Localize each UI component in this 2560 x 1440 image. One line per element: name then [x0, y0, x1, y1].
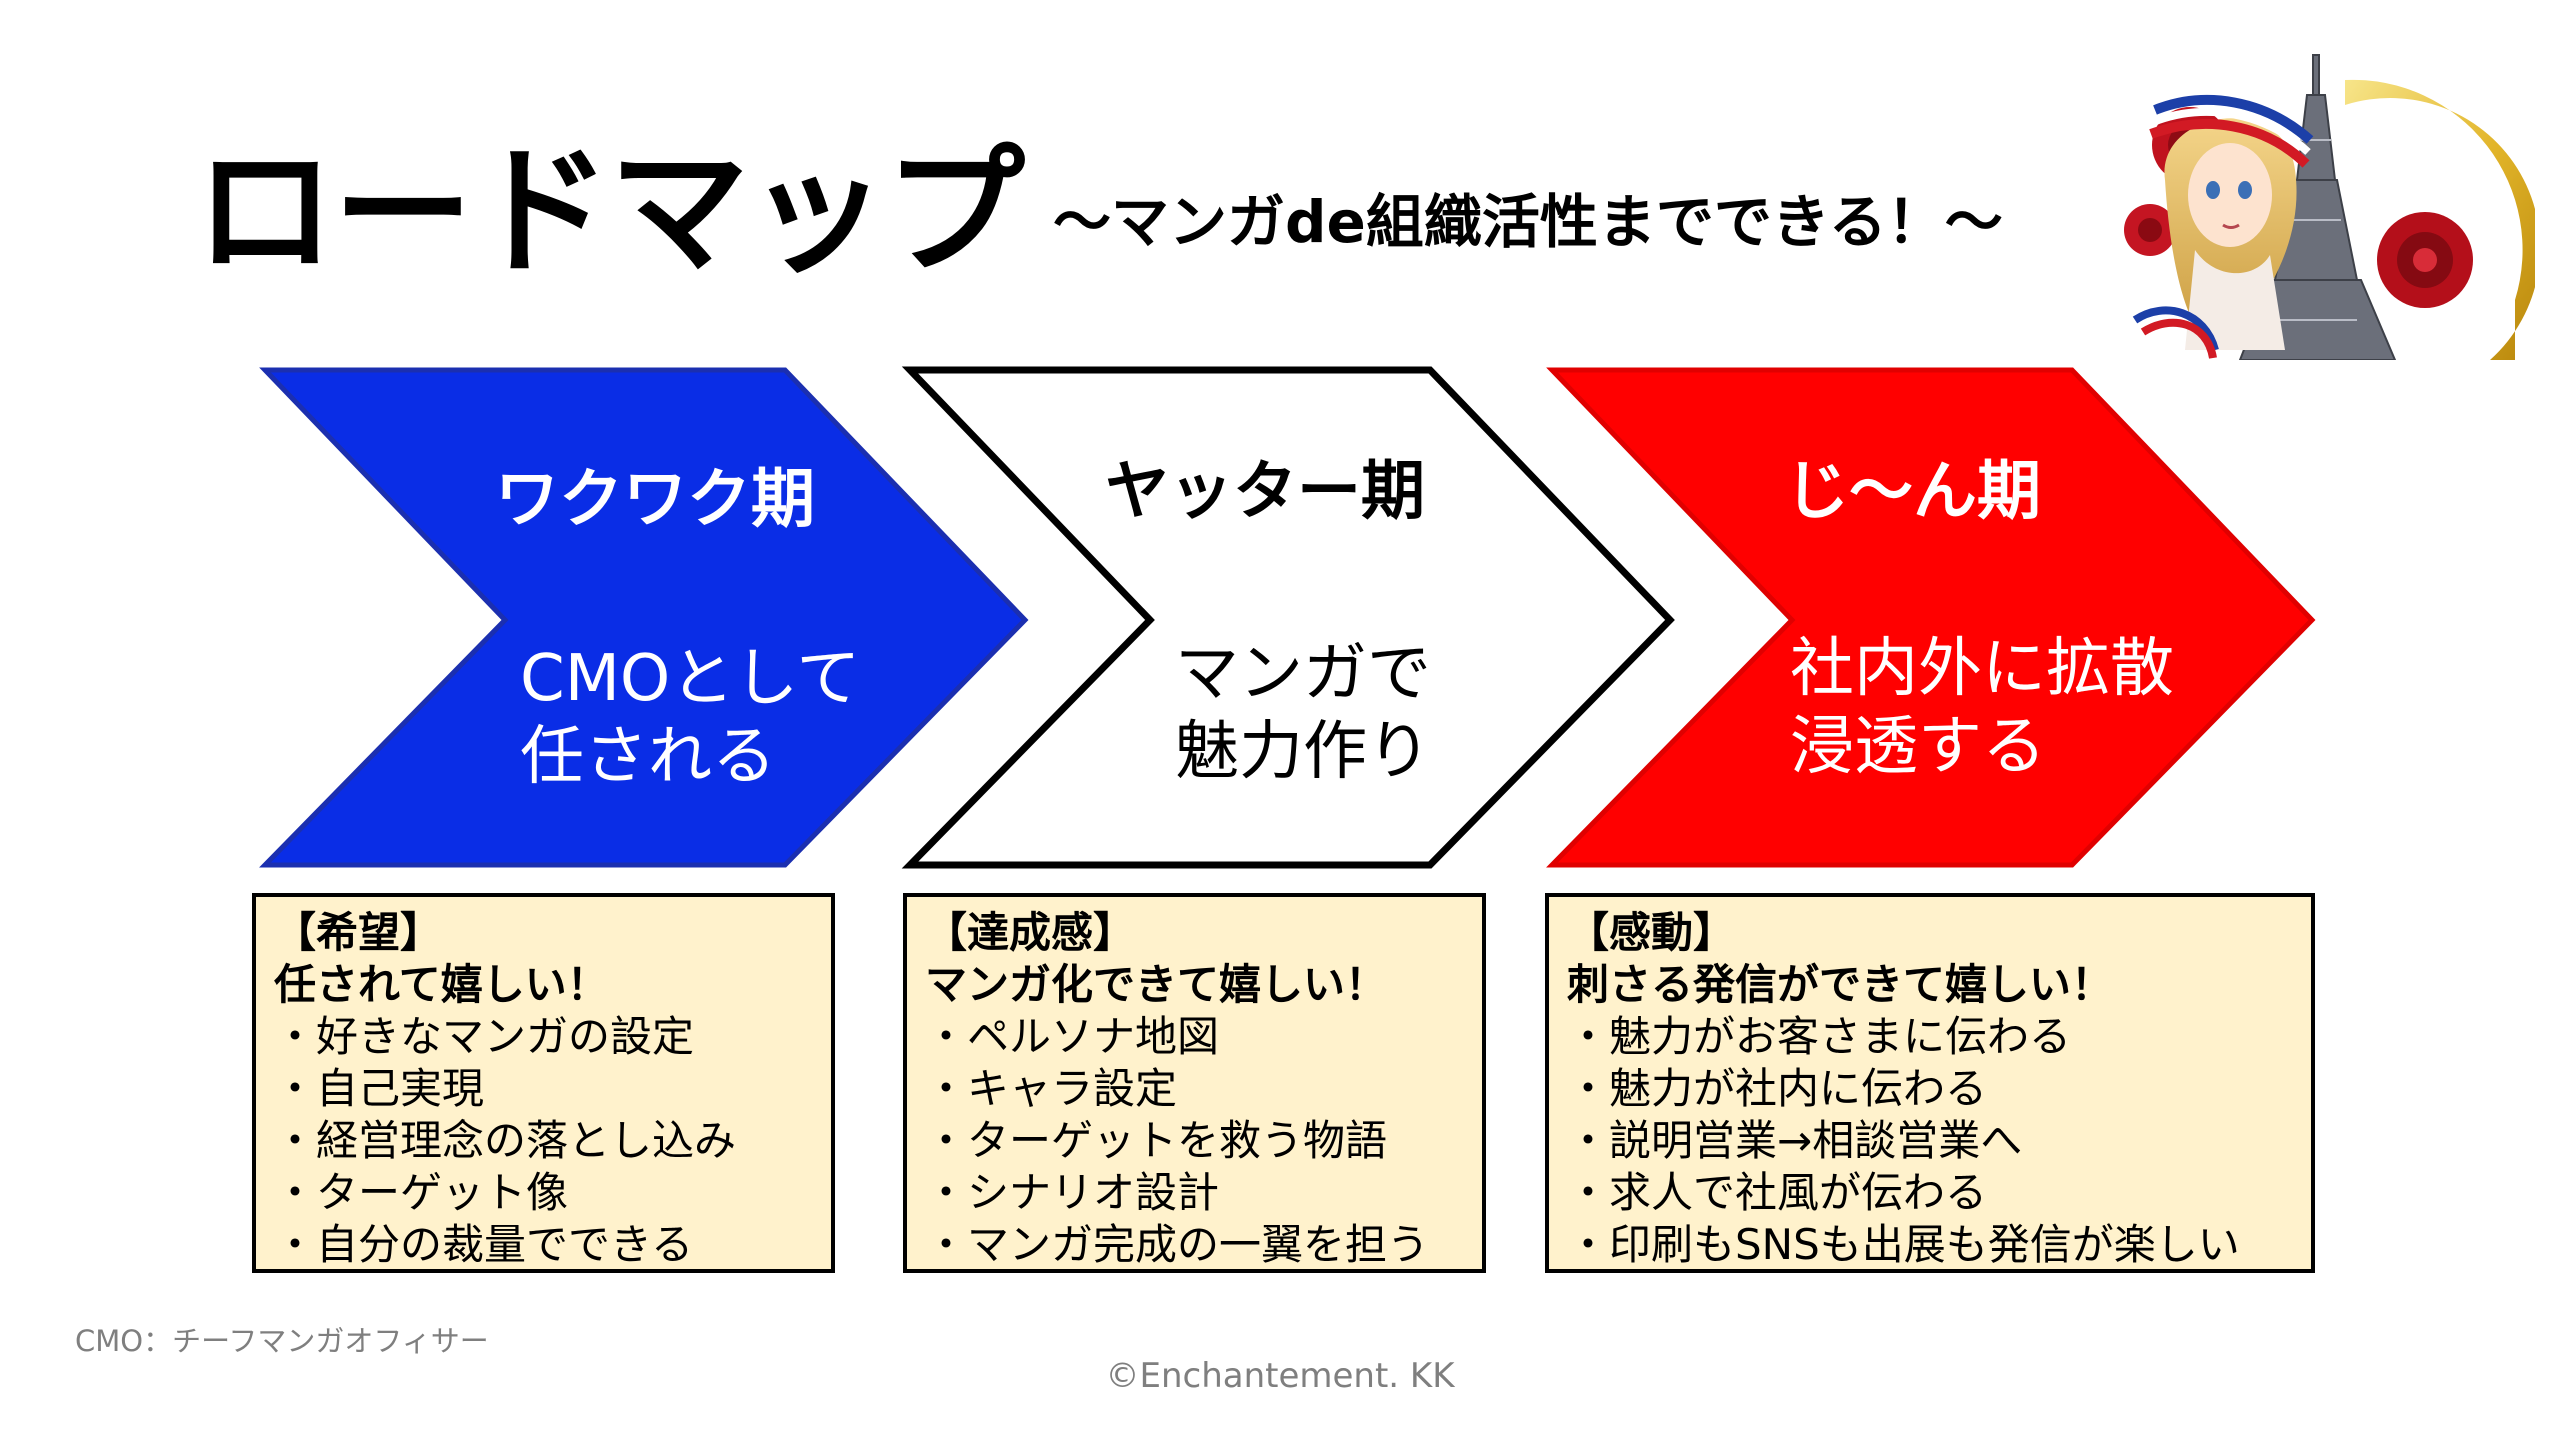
list-item: ・自己実現	[274, 1064, 485, 1113]
list-item: ・好きなマンガの設定	[274, 1012, 695, 1061]
chevron-phase-3	[1546, 367, 2316, 868]
chevron-phase-1	[259, 367, 1029, 868]
slide-title: ロードマップ ～マンガde組織活性までできる！～	[195, 120, 2003, 294]
list-item: ・経営理念の落とし込み	[274, 1116, 737, 1165]
phase-3-title: じ～ん期	[1785, 455, 2041, 529]
list-item: ・ターゲットを救う物語	[925, 1116, 1388, 1165]
list-item: ・自分の裁量でできる	[274, 1220, 694, 1269]
card-heading: 【達成感】	[925, 908, 1136, 957]
phase-2-card: 【達成感】 マンガ化できて嬉しい！ ・ペルソナ地図 ・キャラ設定 ・ターゲットを…	[903, 893, 1486, 1273]
footnote: CMO：チーフマンガオフィサー	[75, 1324, 489, 1358]
list-item: ・求人で社風が伝わる	[1567, 1168, 1988, 1217]
page-subtitle: ～マンガde組織活性までできる！～	[1053, 188, 2003, 256]
list-item: ・印刷もSNSも出展も発信が楽しい	[1567, 1220, 2240, 1269]
phase-3-description: 社内外に拡散 浸透する	[1790, 632, 2174, 784]
mascot-illustration	[2124, 54, 2535, 360]
card-item-list: ・好きなマンガの設定 ・自己実現 ・経営理念の落とし込み ・ターゲット像 ・自分…	[274, 1011, 831, 1271]
page-title: ロードマップ	[195, 131, 1025, 294]
list-item: ・説明営業→相談営業へ	[1567, 1116, 2023, 1165]
copyright: ©Enchantement. KK	[1105, 1356, 1455, 1396]
card-heading: 【希望】	[274, 908, 443, 957]
card-heading: 【感動】	[1567, 908, 1736, 957]
phase-1-description: CMOとして 任される	[520, 642, 861, 794]
list-item: ・マンガ完成の一翼を担う	[925, 1220, 1430, 1269]
list-item: ・ペルソナ地図	[925, 1012, 1220, 1061]
list-item: ・魅力が社内に伝わる	[1567, 1064, 1988, 1113]
card-item-list: ・魅力がお客さまに伝わる ・魅力が社内に伝わる ・説明営業→相談営業へ ・求人で…	[1567, 1011, 2311, 1271]
phase-1-card: 【希望】 任されて嬉しい！ ・好きなマンガの設定 ・自己実現 ・経営理念の落とし…	[252, 893, 835, 1273]
phase-1-title: ワクワク期	[495, 463, 815, 537]
list-item: ・ターゲット像	[274, 1168, 569, 1217]
list-item: ・シナリオ設計	[925, 1168, 1220, 1217]
chevron-phase-2	[901, 366, 1675, 869]
card-subtitle: 任されて嬉しい！	[274, 960, 609, 1009]
card-subtitle: マンガ化できて嬉しい！	[925, 960, 1388, 1009]
phase-2-title: ヤッター期	[1105, 455, 1425, 529]
card-subtitle: 刺さる発信ができて嬉しい！	[1567, 960, 2114, 1009]
list-item: ・魅力がお客さまに伝わる	[1567, 1012, 2072, 1061]
list-item: ・キャラ設定	[925, 1064, 1178, 1113]
phase-3-card: 【感動】 刺さる発信ができて嬉しい！ ・魅力がお客さまに伝わる ・魅力が社内に伝…	[1545, 893, 2315, 1273]
card-item-list: ・ペルソナ地図 ・キャラ設定 ・ターゲットを救う物語 ・シナリオ設計 ・マンガ完…	[925, 1011, 1482, 1271]
phase-2-description: マンガで 魅力作り	[1175, 637, 1431, 789]
